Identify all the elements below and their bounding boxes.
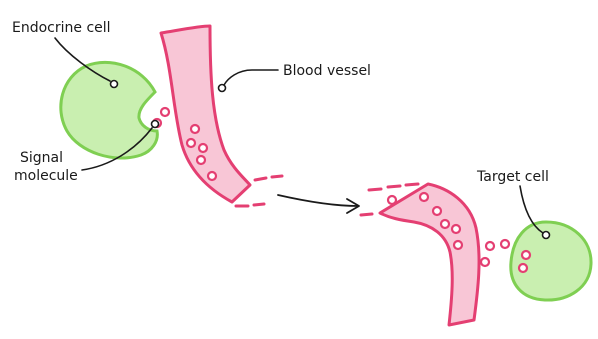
- endocrine-cell-label: Endocrine cell: [12, 20, 111, 36]
- signal-molecule-label-line2: molecule: [14, 168, 78, 184]
- target-cell-body: [511, 222, 591, 300]
- signal-molecule: [433, 207, 441, 215]
- endocrine-cell-body: [61, 62, 158, 158]
- signal-molecule: [197, 156, 205, 164]
- signal-molecule: [388, 196, 396, 204]
- signal-molecule: [441, 220, 449, 228]
- signal-molecule-marker: [152, 121, 159, 128]
- blood-vessel-label: Blood vessel: [283, 63, 371, 79]
- signal-molecule: [481, 258, 489, 266]
- target-cell: [511, 222, 591, 300]
- signal-molecule-label-line1: Signal: [20, 150, 63, 166]
- blood-vessel-right-body: [380, 184, 479, 325]
- transport-arrow: [278, 195, 359, 213]
- blood-vessel-leader: [224, 70, 278, 85]
- target-cell-label: Target cell: [476, 169, 549, 185]
- endocrine-cell-marker: [111, 81, 118, 88]
- signal-molecule: [452, 225, 460, 233]
- signal-molecule: [501, 240, 509, 248]
- bound-signal-molecule: [519, 264, 527, 272]
- signal-molecule: [420, 193, 428, 201]
- blood-vessel-marker: [219, 85, 226, 92]
- signal-molecule: [191, 125, 199, 133]
- blood-vessel-left-body: [161, 26, 250, 202]
- target-cell-marker: [543, 232, 550, 239]
- signal-molecule: [486, 242, 494, 250]
- signal-molecule: [208, 172, 216, 180]
- signal-molecule: [161, 108, 169, 116]
- bound-signal-molecule: [522, 251, 530, 259]
- signal-molecule: [187, 139, 195, 147]
- signal-molecule: [454, 241, 462, 249]
- signal-molecules-destination: [481, 240, 509, 266]
- blood-vessel-right: [361, 184, 479, 325]
- blood-vessel-left: [161, 26, 282, 206]
- endocrine-cell: [61, 62, 158, 158]
- signal-molecule: [199, 144, 207, 152]
